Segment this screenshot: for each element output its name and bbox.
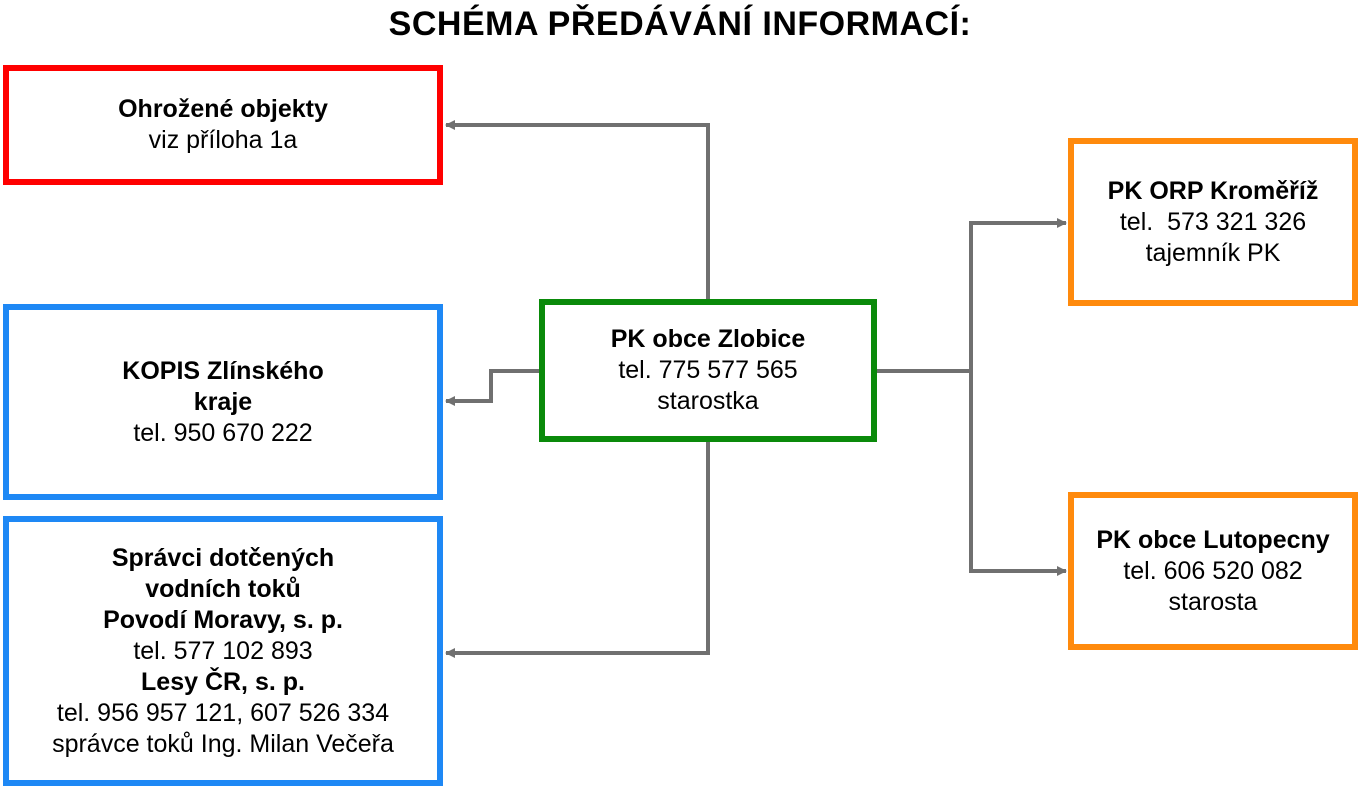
center-phone: tel. 775 577 565 — [618, 356, 798, 384]
orp-name: PK ORP Kroměříž — [1107, 176, 1319, 205]
lutopecny-name: PK obce Lutopecny — [1096, 525, 1330, 554]
povodi-phone: tel. 577 102 893 — [133, 636, 313, 665]
arrow-to-water-managers — [445, 441, 710, 658]
kopis-name-line2: kraje — [193, 387, 253, 416]
arrow-to-threatened-objects — [445, 120, 710, 299]
lesy-contact: správce toků Ing. Milan Večeřa — [52, 729, 394, 758]
lesy-name: Lesy ČR, s. p. — [141, 667, 305, 696]
water-managers-line1: Správci dotčených — [111, 543, 335, 572]
box-orp-kromeriz: PK ORP Kroměříž tel. 573 321 326 tajemní… — [1068, 138, 1358, 306]
center-role: starostka — [657, 387, 759, 415]
center-name: PK obce Zlobice — [610, 325, 806, 353]
water-managers-line2: vodních toků — [145, 574, 301, 603]
lesy-phone: tel. 956 957 121, 607 526 334 — [56, 698, 390, 727]
arrow-to-kopis — [445, 369, 541, 406]
box-center-zlobice: PK obce Zlobice tel. 775 577 565 starost… — [539, 299, 877, 442]
box-lutopecny: PK obce Lutopecny tel. 606 520 082 staro… — [1068, 492, 1358, 650]
kopis-name-line1: KOPIS Zlínského — [122, 356, 324, 385]
povodi-name: Povodí Moravy, s. p. — [103, 605, 343, 634]
box-kopis: KOPIS Zlínského kraje tel. 950 670 222 — [3, 304, 443, 500]
box-threatened-objects: Ohrožené objekty viz příloha 1a — [3, 65, 443, 185]
lutopecny-role: starosta — [1168, 587, 1258, 616]
box-water-managers: Správci dotčených vodních toků Povodí Mo… — [3, 516, 443, 786]
arrow-to-orp — [969, 218, 1067, 371]
lutopecny-phone: tel. 606 520 082 — [1123, 556, 1303, 585]
threatened-objects-name: Ohrožené objekty — [118, 95, 328, 123]
orp-role: tajemník PK — [1145, 238, 1281, 267]
orp-phone: tel. 573 321 326 — [1119, 207, 1307, 236]
arrow-to-lutopecny — [969, 371, 1067, 576]
diagram-title: SCHÉMA PŘEDÁVÁNÍ INFORMACÍ: — [388, 5, 972, 43]
threatened-objects-note: viz příloha 1a — [148, 126, 298, 154]
kopis-phone: tel. 950 670 222 — [133, 418, 313, 447]
